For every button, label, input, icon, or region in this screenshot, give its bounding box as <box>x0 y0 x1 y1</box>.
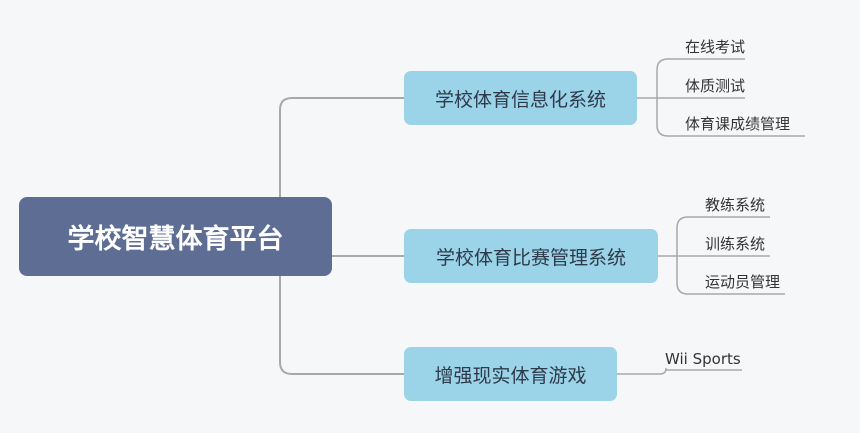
branch-node-competition-system: 学校体育比赛管理系统 <box>404 229 658 283</box>
leaf-fitness-test: 体质测试 <box>685 77 746 95</box>
branch-node-ar-games: 增强现实体育游戏 <box>404 347 617 401</box>
root-label: 学校智慧体育平台 <box>67 224 284 255</box>
leaf-coach-system: 教练系统 <box>705 196 766 214</box>
branch-label: 增强现实体育游戏 <box>434 364 587 387</box>
leaf-online-exam: 在线考试 <box>685 38 746 56</box>
leaf-athlete-management: 运动员管理 <box>705 273 781 291</box>
leaf-pe-grade-management: 体育课成绩管理 <box>685 115 791 133</box>
connector-branch-1-leaves <box>637 58 805 137</box>
connector-branch-2-leaves <box>658 216 785 295</box>
leaf-wii-sports: Wii Sports <box>665 350 741 368</box>
branch-label: 学校体育比赛管理系统 <box>435 246 626 269</box>
leaf-training-system: 训练系统 <box>705 235 766 253</box>
branch-label: 学校体育信息化系统 <box>434 88 606 111</box>
connector-root-branch-1 <box>279 97 404 237</box>
connector-branch-3-leaf <box>617 367 742 375</box>
root-node: 学校智慧体育平台 <box>19 197 332 276</box>
branch-node-info-system: 学校体育信息化系统 <box>404 71 637 125</box>
connector-root-branch-3 <box>279 236 404 375</box>
